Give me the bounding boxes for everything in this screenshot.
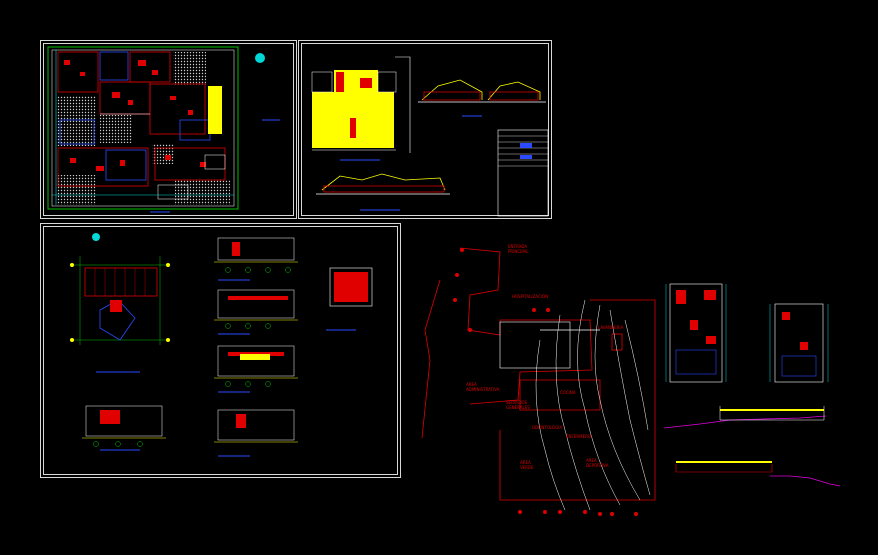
sheet-elevations[interactable] bbox=[298, 40, 552, 219]
sheet-floor-plan[interactable] bbox=[40, 40, 297, 219]
label-laundry: LAVANDERIA bbox=[598, 325, 624, 330]
sheet-structural[interactable] bbox=[40, 223, 401, 478]
label-general-services: SERVICIOS GENERALES bbox=[506, 400, 530, 410]
floor-plan-drawing bbox=[47, 46, 280, 213]
elevation-drawing bbox=[311, 56, 549, 217]
site-plan-drawing bbox=[421, 247, 656, 516]
label-kitchen: COCINA bbox=[560, 390, 576, 395]
label-dentistry: ODONTOLOGIA bbox=[532, 425, 563, 430]
label-sports-area: AREA DEPORTIVA bbox=[586, 458, 609, 468]
label-hospitalization: HOSPITALIZACION bbox=[512, 294, 549, 299]
label-admin-area: AREA ADMINISTRATIVA bbox=[466, 382, 500, 392]
right-plans-drawing bbox=[663, 283, 841, 487]
structural-drawing bbox=[70, 233, 373, 457]
label-nursing: ENFERMERIA bbox=[566, 434, 592, 439]
label-green-area: AREA VERDE bbox=[520, 460, 534, 470]
label-main-entrance: ENTRADA PRINCIPAL bbox=[508, 244, 529, 254]
